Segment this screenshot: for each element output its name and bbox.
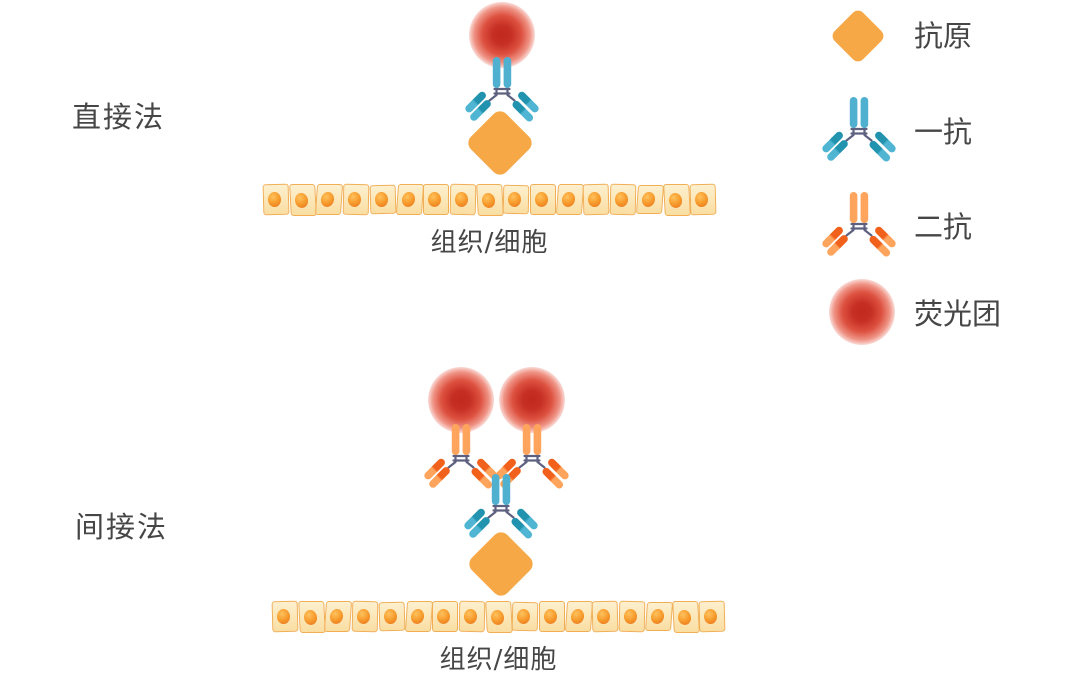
secondary-antibody-icon [424, 424, 498, 489]
tissue-cell [369, 184, 396, 215]
cell-nucleus [374, 191, 389, 208]
tissue-cell [530, 184, 556, 215]
tissue-cell [609, 183, 637, 216]
tissue-cell [395, 184, 424, 215]
secondary-antibody-icon [822, 192, 896, 257]
fluorophore-icon [499, 367, 565, 433]
cell-nucleus [303, 609, 318, 625]
tissue-cell [475, 184, 504, 216]
tissue-cell [662, 184, 691, 216]
legend-icon-slot [816, 279, 908, 345]
cell-nucleus [544, 609, 558, 624]
tissue-cell [698, 600, 726, 633]
cell-nucleus [347, 191, 362, 208]
tissue-cell [671, 601, 700, 633]
tissue-cell [512, 601, 539, 632]
tissue-strip [271, 600, 726, 633]
tissue-cell [324, 601, 353, 632]
cell-nucleus [641, 192, 656, 207]
tissue-cell [618, 600, 646, 633]
cell-nucleus [508, 191, 522, 208]
cell-nucleus [320, 192, 335, 207]
tissue-cell [297, 601, 326, 633]
legend-item-label: 二抗 [914, 210, 973, 244]
cell-nucleus [695, 191, 709, 208]
cell-nucleus [383, 608, 398, 625]
primary-antibody-icon [464, 474, 538, 539]
tissue-cell [539, 601, 565, 632]
cell-nucleus [490, 609, 505, 625]
antigen-icon [829, 7, 887, 65]
cell-nucleus [597, 608, 611, 625]
tissue-cell [315, 184, 344, 215]
indirect-tissue-label: 组织/细胞 [439, 645, 558, 675]
cell-nucleus [677, 609, 691, 625]
direct-tissue-label: 组织/细胞 [430, 228, 549, 258]
cell-nucleus [463, 608, 478, 625]
cell-nucleus [437, 609, 451, 624]
cell-nucleus [329, 609, 344, 624]
legend-item-secondary-antibody: 二抗 [816, 189, 1078, 261]
indirect-method-label: 间接法 [75, 510, 169, 544]
cell-nucleus [623, 608, 638, 625]
tissue-cell [503, 184, 530, 215]
cell-nucleus [356, 608, 371, 625]
primary-antibody-icon [822, 97, 896, 162]
cell-nucleus [267, 191, 282, 208]
tissue-cell [351, 600, 379, 633]
tissue-cell [644, 602, 673, 631]
tissue-cell [378, 601, 405, 632]
tissue-cell [689, 183, 717, 216]
legend-icon-slot [816, 94, 908, 166]
cell-nucleus [409, 609, 425, 624]
legend-item-primary-antibody: 一抗 [816, 94, 1078, 166]
cell-nucleus [561, 192, 576, 207]
tissue-cell [484, 601, 513, 633]
tissue-cell [583, 183, 610, 216]
cell-nucleus [276, 608, 291, 625]
cell-nucleus [650, 609, 665, 624]
tissue-cell [564, 601, 593, 632]
cell-nucleus [481, 192, 496, 208]
cell-nucleus [535, 192, 549, 207]
cell-nucleus [704, 608, 718, 625]
tissue-cell [555, 184, 584, 215]
tissue-cell [458, 600, 485, 633]
cell-nucleus [400, 192, 416, 207]
tissue-cell [432, 601, 458, 632]
legend-icon-slot [816, 3, 908, 65]
cell-nucleus [668, 192, 682, 208]
cell-nucleus [428, 192, 442, 207]
tissue-cell [271, 600, 299, 633]
tissue-cell [288, 184, 317, 216]
legend-item-antigen: 抗原 [816, 3, 1078, 65]
tissue-cell [342, 183, 370, 216]
tissue-cell [449, 183, 476, 216]
cell-nucleus [570, 609, 585, 624]
cell-nucleus [614, 191, 629, 208]
legend: 抗原 一抗 [816, 0, 1078, 360]
tissue-cell [423, 184, 449, 215]
tissue-strip [262, 183, 717, 216]
tissue-cell [592, 600, 619, 633]
legend-item-label: 一抗 [914, 115, 973, 149]
primary-antibody-icon [465, 57, 539, 122]
tissue-cell [404, 601, 433, 632]
cell-nucleus [517, 608, 531, 625]
tissue-cell [262, 183, 290, 216]
fluorophore-icon [829, 279, 895, 345]
fluorophore-icon [428, 367, 494, 433]
direct-method-label: 直接法 [72, 100, 166, 134]
cell-nucleus [294, 192, 309, 208]
tissue-cell [635, 185, 664, 214]
legend-item-fluorophore: 荧光团 [816, 279, 1078, 345]
legend-icon-slot [816, 189, 908, 261]
secondary-antibody-icon [495, 424, 569, 489]
fluorophore-icon [469, 2, 535, 68]
legend-item-label: 荧光团 [914, 297, 1002, 331]
cell-nucleus [454, 191, 469, 208]
cell-nucleus [588, 191, 602, 208]
legend-item-label: 抗原 [914, 19, 973, 53]
